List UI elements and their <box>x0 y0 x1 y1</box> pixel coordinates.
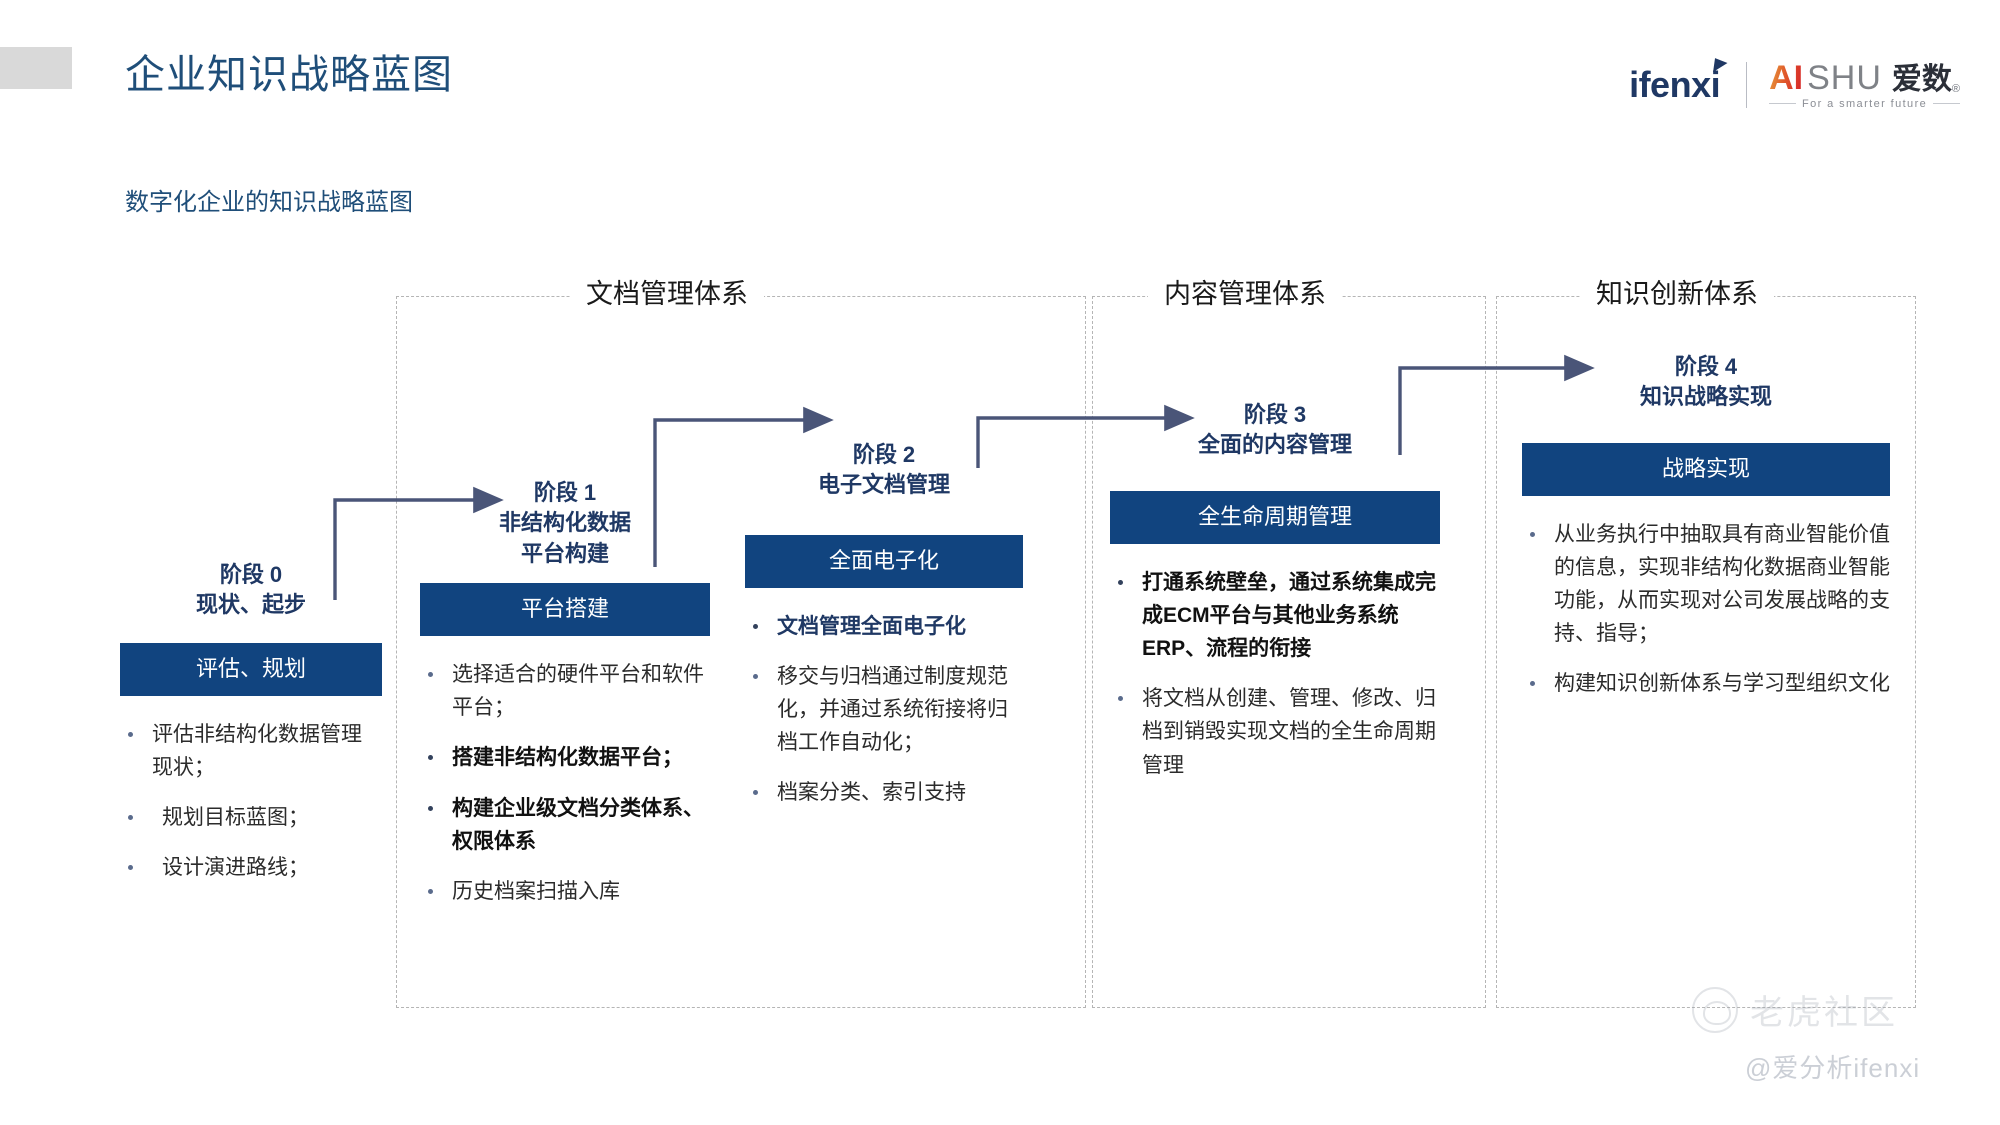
list-item: 构建知识创新体系与学习型组织文化 <box>1522 667 1890 700</box>
list-item: 规划目标蓝图； <box>120 801 382 834</box>
stage-4-chip[interactable]: 战略实现 <box>1522 442 1890 496</box>
tagline-rule-left <box>1769 103 1796 104</box>
list-item: 档案分类、索引支持 <box>745 776 1023 809</box>
stage-2-heading: 阶段 2 电子文档管理 <box>745 440 1023 501</box>
group-label-knowledge: 知识创新体系 <box>1580 281 1774 308</box>
stage-4-name: 知识战略实现 <box>1639 384 1772 410</box>
list-item: 评估非结构化数据管理现状； <box>120 718 382 784</box>
aishu-tagline: For a smarter future <box>1801 97 1928 110</box>
aishu-chinese-text: 爱数 <box>1891 62 1952 96</box>
logo-lockup: ifenxi AI SHU 爱数 ® For a smarter future <box>1629 54 1961 116</box>
stage-column-1[interactable]: 阶段 1 非结构化数据 平台构建 平台搭建 选择适合的硬件平台和软件平台； 搭建… <box>420 478 710 925</box>
aishu-wordmark-row: AI SHU 爱数 ® <box>1769 61 1960 95</box>
list-item: 将文档从创建、管理、修改、归档到销毁实现文档的全生命周期管理 <box>1110 682 1440 782</box>
stage-3-name: 全面的内容管理 <box>1197 432 1352 458</box>
aishu-tagline-row: For a smarter future <box>1769 97 1961 110</box>
ifenxi-logo: ifenxi <box>1629 58 1729 105</box>
ifenxi-wordmark: ifenxi <box>1629 64 1721 105</box>
title-accent-bar <box>0 47 72 89</box>
stage-1-bullets: 选择适合的硬件平台和软件平台； 搭建非结构化数据平台； 构建企业级文档分类体系、… <box>420 658 710 908</box>
stage-1-heading: 阶段 1 非结构化数据 平台构建 <box>420 478 710 569</box>
list-item: 文档管理全面电子化 <box>745 610 1023 643</box>
list-item: 搭建非结构化数据平台； <box>420 741 710 774</box>
stage-1-chip[interactable]: 平台搭建 <box>420 583 710 637</box>
aishu-ai-text: AI <box>1769 58 1804 97</box>
stage-column-4[interactable]: 阶段 4 知识战略实现 战略实现 从业务执行中抽取具有商业智能价值的信息，实现非… <box>1522 352 1890 718</box>
stage-2-chip[interactable]: 全面电子化 <box>745 534 1023 588</box>
stage-1-label: 阶段 1 <box>533 480 597 505</box>
stage-0-chip[interactable]: 评估、规划 <box>120 642 382 696</box>
stage-0-heading: 阶段 0 现状、起步 <box>120 560 382 621</box>
aishu-logo: AI SHU 爱数 ® For a smarter future <box>1769 61 1961 110</box>
stage-4-heading: 阶段 4 知识战略实现 <box>1522 352 1890 413</box>
ifenxi-arrow-icon <box>1713 58 1729 74</box>
stage-3-chip[interactable]: 全生命周期管理 <box>1110 490 1440 544</box>
stage-1-name-line1: 非结构化数据 <box>498 510 631 536</box>
stage-3-bullets: 打通系统壁垒，通过系统集成完成ECM平台与其他业务系统ERP、流程的衔接 将文档… <box>1110 566 1440 782</box>
list-item: 打通系统壁垒，通过系统集成完成ECM平台与其他业务系统ERP、流程的衔接 <box>1110 566 1440 666</box>
stage-3-label: 阶段 3 <box>1243 402 1307 427</box>
watermark-handle: @爱分析ifenxi <box>1745 1053 1921 1083</box>
list-item: 从业务执行中抽取具有商业智能价值的信息，实现非结构化数据商业智能功能，从而实现对… <box>1522 518 1890 651</box>
stage-0-name: 现状、起步 <box>195 592 306 618</box>
list-item: 构建企业级文档分类体系、权限体系 <box>420 792 710 858</box>
tagline-rule-right <box>1933 103 1961 104</box>
watermark-community-text: 老虎社区 <box>1750 994 1898 1032</box>
tiger-circle-icon <box>1692 986 1738 1033</box>
stage-4-label: 阶段 4 <box>1674 354 1738 379</box>
group-label-document: 文档管理体系 <box>570 281 764 308</box>
stage-2-bullets: 文档管理全面电子化 移交与归档通过制度规范化，并通过系统衔接将归档工作自动化； … <box>745 610 1023 810</box>
stage-3-heading: 阶段 3 全面的内容管理 <box>1110 400 1440 461</box>
watermark-community: 老虎社区 <box>1692 985 1898 1034</box>
stage-4-bullets: 从业务执行中抽取具有商业智能价值的信息，实现非结构化数据商业智能功能，从而实现对… <box>1522 518 1890 701</box>
logo-divider <box>1746 62 1748 108</box>
list-item: 历史档案扫描入库 <box>420 875 710 908</box>
page-subtitle: 数字化企业的知识战略蓝图 <box>125 189 413 216</box>
stage-1-name-line2: 平台构建 <box>520 540 609 566</box>
stage-column-0[interactable]: 阶段 0 现状、起步 评估、规划 评估非结构化数据管理现状； 规划目标蓝图； 设… <box>120 560 382 901</box>
list-item: 选择适合的硬件平台和软件平台； <box>420 658 710 724</box>
aishu-shu-text: SHU <box>1807 58 1882 97</box>
stage-column-2[interactable]: 阶段 2 电子文档管理 全面电子化 文档管理全面电子化 移交与归档通过制度规范化… <box>745 440 1023 827</box>
stage-0-bullets: 评估非结构化数据管理现状； 规划目标蓝图； 设计演进路线； <box>120 718 382 885</box>
stage-2-label: 阶段 2 <box>852 442 916 467</box>
list-item: 设计演进路线； <box>120 851 382 884</box>
list-item: 移交与归档通过制度规范化，并通过系统衔接将归档工作自动化； <box>745 660 1023 760</box>
stage-2-name: 电子文档管理 <box>817 472 950 498</box>
group-label-content: 内容管理体系 <box>1148 281 1342 308</box>
page-title: 企业知识战略蓝图 <box>125 53 453 97</box>
registered-mark: ® <box>1951 82 1960 95</box>
stage-column-3[interactable]: 阶段 3 全面的内容管理 全生命周期管理 打通系统壁垒，通过系统集成完成ECM平… <box>1110 400 1440 799</box>
stage-0-label: 阶段 0 <box>219 562 283 587</box>
